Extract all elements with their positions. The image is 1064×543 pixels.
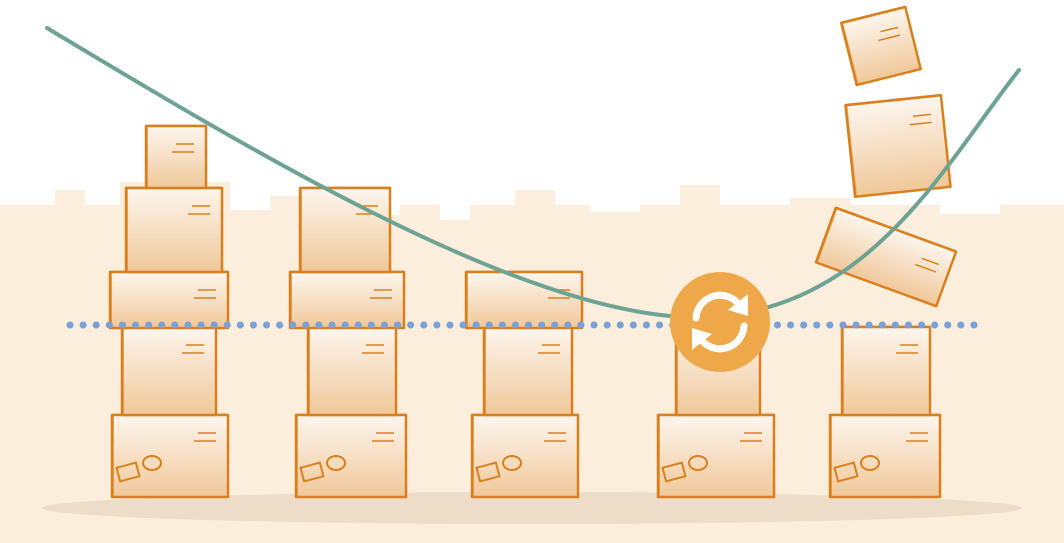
cardboard-box [108, 270, 230, 330]
ground-shadow [42, 492, 1022, 524]
cardboard-box [288, 270, 406, 330]
cardboard-box [840, 325, 932, 417]
box-stack [814, 5, 958, 499]
cardboard-box [110, 413, 230, 499]
cardboard-box [839, 5, 923, 87]
trend-curve [45, 26, 1021, 320]
refresh-cycle-icon [670, 272, 770, 372]
cardboard-box [144, 124, 208, 190]
cardboard-box [828, 413, 942, 499]
cardboard-box [124, 186, 224, 274]
cardboard-box [120, 325, 218, 417]
cardboard-box [814, 206, 958, 308]
cardboard-box [844, 93, 952, 199]
cardboard-box [306, 325, 398, 417]
cardboard-box [294, 413, 408, 499]
cardboard-box [470, 413, 580, 499]
cardboard-box [482, 325, 574, 417]
cardboard-box [298, 186, 392, 274]
box-stack [464, 270, 584, 499]
box-stacks [108, 5, 958, 499]
box-stack [288, 186, 408, 499]
cardboard-box [656, 413, 776, 499]
box-stack [108, 124, 230, 499]
